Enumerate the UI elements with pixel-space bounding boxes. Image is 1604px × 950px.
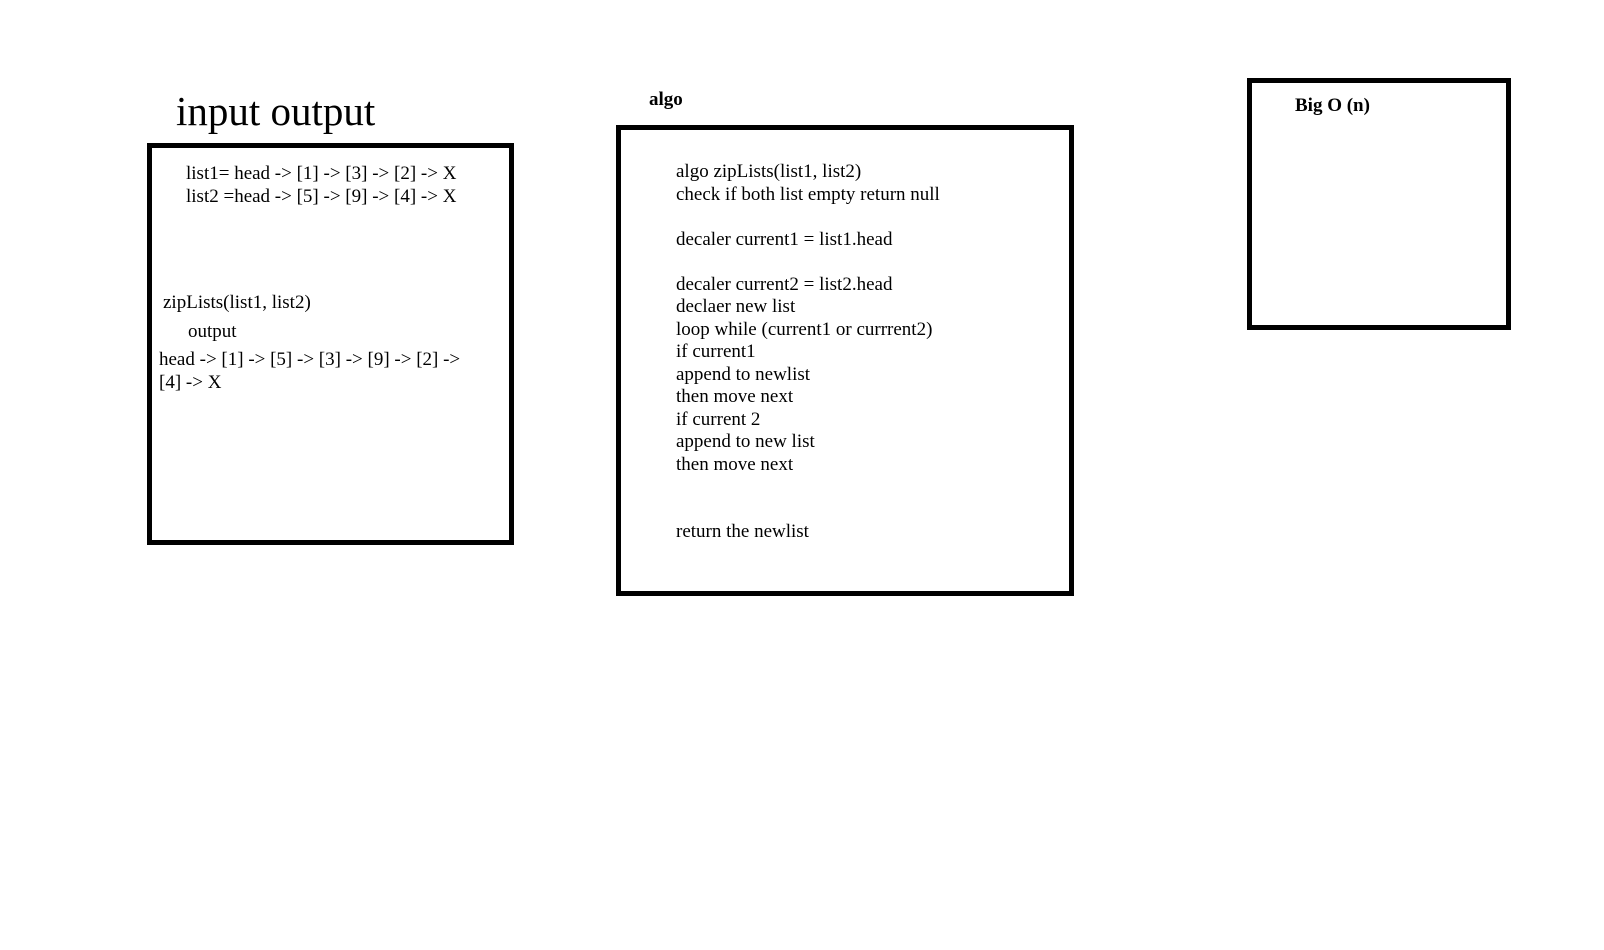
list2-line: list2 =head -> [5] -> [9] -> [4] -> X <box>186 185 457 207</box>
output-result: head -> [1] -> [5] -> [3] -> [9] -> [2] … <box>159 349 460 394</box>
algo-line <box>676 499 940 522</box>
algo-line: declaer new list <box>676 296 796 317</box>
algo-line: if current1 <box>676 341 756 362</box>
algo-line: append to new list <box>676 431 815 452</box>
function-call-text: zipLists(list1, list2) <box>163 292 311 313</box>
algo-line: decaler current1 = list1.head <box>676 228 893 250</box>
list1-line: list1= head -> [1] -> [3] -> [2] -> X <box>186 163 457 184</box>
algo-line: if current 2 <box>676 408 761 430</box>
algo-line: then move next <box>676 386 794 407</box>
input-output-box: list1= head -> [1] -> [3] -> [2] -> X li… <box>147 143 514 545</box>
algo-box: algo zipLists(list1, list2) check if bot… <box>616 125 1074 596</box>
big-o-label: Big O (n) <box>1295 95 1370 116</box>
algo-line: algo zipLists(list1, list2) <box>676 161 862 182</box>
algo-line: loop while (current1 or currrent2) <box>676 318 933 340</box>
algo-line <box>676 206 940 229</box>
big-o-box: Big O (n) <box>1247 78 1511 330</box>
algo-line: return the newlist <box>676 521 809 542</box>
algo-heading: algo <box>649 89 683 110</box>
output-line-2: [4] -> X <box>159 371 222 393</box>
algo-line <box>676 251 940 274</box>
algo-line: check if both list empty return null <box>676 183 940 205</box>
output-label: output <box>188 321 237 342</box>
algo-steps: algo zipLists(list1, list2) check if bot… <box>676 161 940 544</box>
input-lists: list1= head -> [1] -> [3] -> [2] -> X li… <box>186 163 456 208</box>
input-output-heading: input output <box>176 88 376 134</box>
algo-line: append to newlist <box>676 363 811 385</box>
output-line-1: head -> [1] -> [5] -> [3] -> [9] -> [2] … <box>159 349 461 370</box>
algo-line <box>676 476 940 499</box>
algo-line: decaler current2 = list2.head <box>676 273 893 295</box>
algo-line: then move next <box>676 453 794 475</box>
